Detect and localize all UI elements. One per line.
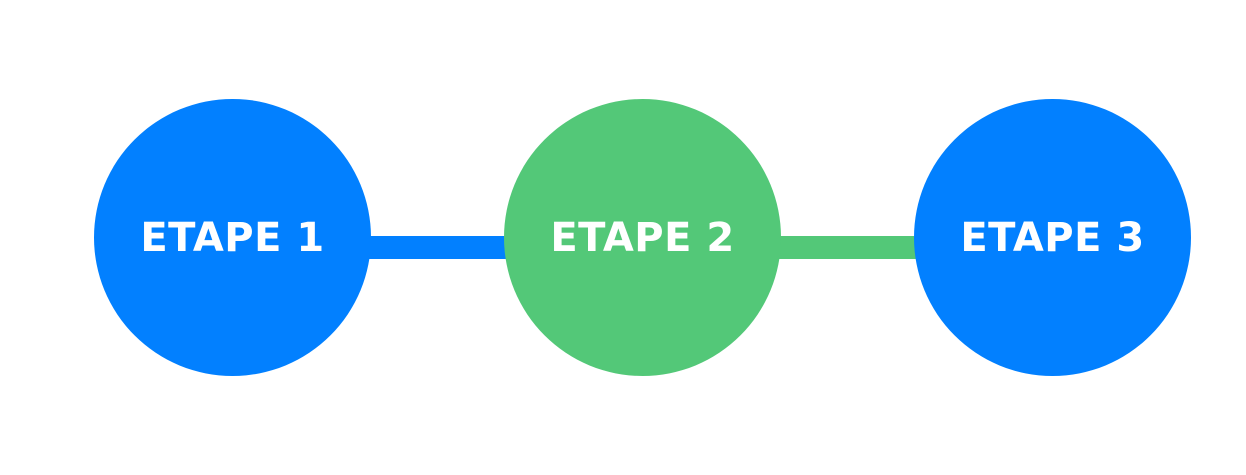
step-1-label: ETAPE 1: [140, 214, 325, 261]
step-2-label: ETAPE 2: [550, 214, 735, 261]
connector-1-2: [360, 236, 520, 259]
step-2-circle: ETAPE 2: [504, 99, 781, 376]
step-3-circle: ETAPE 3: [914, 99, 1191, 376]
connector-2-3: [770, 236, 930, 259]
step-3-label: ETAPE 3: [960, 214, 1145, 261]
step-1-circle: ETAPE 1: [94, 99, 371, 376]
